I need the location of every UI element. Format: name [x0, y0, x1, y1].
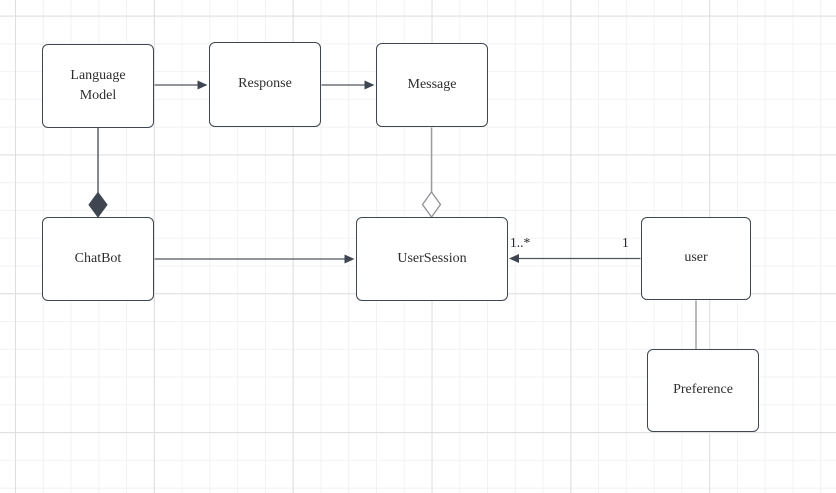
edge-response-message[interactable] [321, 80, 375, 90]
aggregation-diamond-icon [421, 190, 442, 219]
edge-language-model-chatbot[interactable] [88, 128, 108, 218]
edge-user-user-session[interactable] [509, 254, 641, 263]
node-message[interactable]: Message [376, 43, 488, 127]
node-preference[interactable]: Preference [647, 349, 759, 432]
node-language-model[interactable]: Language Model [42, 44, 154, 128]
node-label: user [684, 250, 708, 266]
node-user[interactable]: user [641, 217, 751, 300]
node-response[interactable]: Response [209, 42, 321, 127]
arrowhead-icon [344, 254, 355, 264]
edge-language-model-response[interactable] [154, 80, 208, 90]
arrowhead-icon [509, 254, 519, 263]
edge-chatbot-user-session[interactable] [154, 254, 355, 264]
node-label: Response [238, 76, 292, 92]
multiplicity-label-source: 1 [622, 235, 629, 250]
edge-message-user-session[interactable] [421, 127, 442, 219]
multiplicity-label-target: 1..* [510, 235, 531, 250]
arrowhead-icon [197, 80, 208, 90]
arrowhead-icon [364, 80, 375, 90]
node-label: Message [407, 76, 457, 92]
node-label: Language Model [70, 67, 126, 103]
node-user-session[interactable]: UserSession [356, 217, 508, 301]
node-label: UserSession [397, 250, 467, 266]
node-label: ChatBot [74, 250, 122, 266]
node-label: Preference [673, 382, 733, 398]
node-chatbot[interactable]: ChatBot [42, 217, 154, 301]
composition-diamond-icon [88, 191, 108, 218]
